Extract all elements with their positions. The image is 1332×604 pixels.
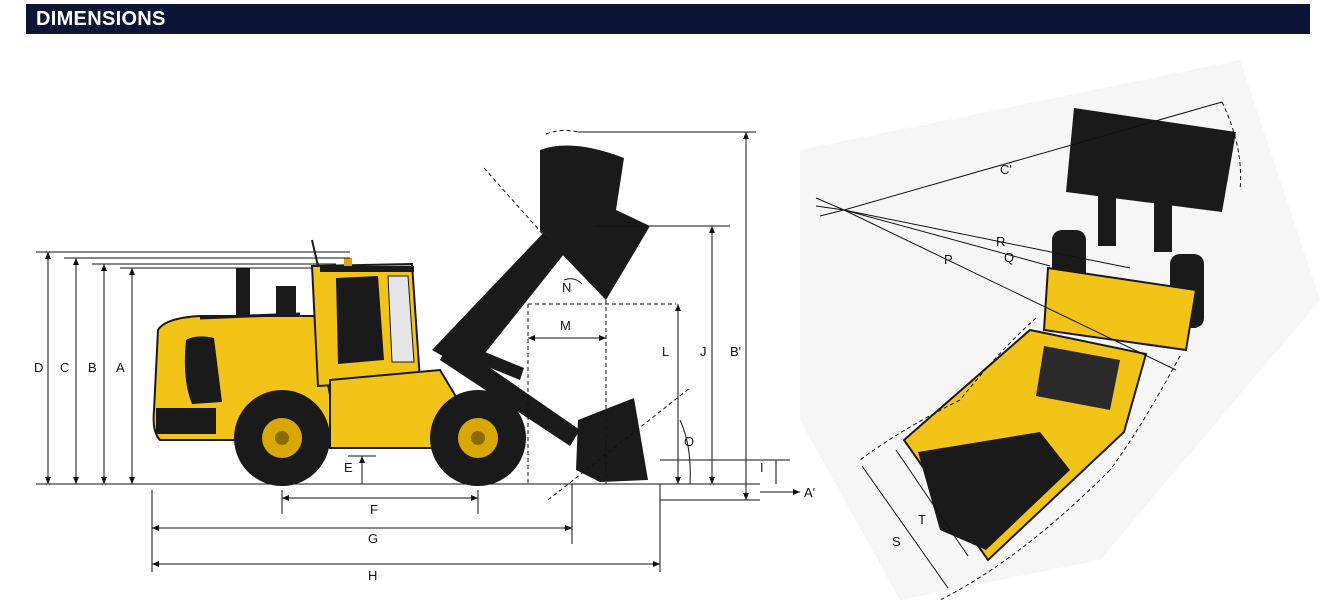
dim-label-g: G <box>368 531 378 546</box>
dim-label-m: M <box>560 318 571 333</box>
section-header: DIMENSIONS <box>26 4 1310 34</box>
loader-top-illustration <box>902 108 1236 562</box>
dim-label-b-prime: B' <box>730 344 741 359</box>
dim-label-a: A <box>116 360 125 375</box>
section-title: DIMENSIONS <box>36 8 166 30</box>
dim-label-e: E <box>344 460 353 475</box>
dim-label-r: R <box>996 234 1005 249</box>
top-view: C' R Q P S T <box>800 60 1320 601</box>
dim-label-c: C <box>60 360 69 375</box>
loader-side-illustration <box>152 145 650 486</box>
dim-label-d: D <box>34 360 43 375</box>
dim-label-l: L <box>662 344 669 359</box>
dim-label-f: F <box>370 502 378 517</box>
dim-label-j: J <box>700 344 707 359</box>
side-view: D C B A E F G H I J L M N O B' A' <box>34 129 815 583</box>
dim-label-t: T <box>918 512 926 527</box>
dim-label-p: P <box>944 252 953 267</box>
dim-label-s: S <box>892 534 901 549</box>
dim-label-c-prime: C' <box>1000 162 1012 177</box>
dim-label-h: H <box>368 568 377 583</box>
dim-label-b: B <box>88 360 97 375</box>
dim-label-n: N <box>562 280 571 295</box>
dim-label-a-prime: A' <box>804 485 815 500</box>
dim-label-q: Q <box>1004 250 1014 265</box>
dim-label-i: I <box>760 460 764 475</box>
dim-label-o: O <box>684 434 694 449</box>
